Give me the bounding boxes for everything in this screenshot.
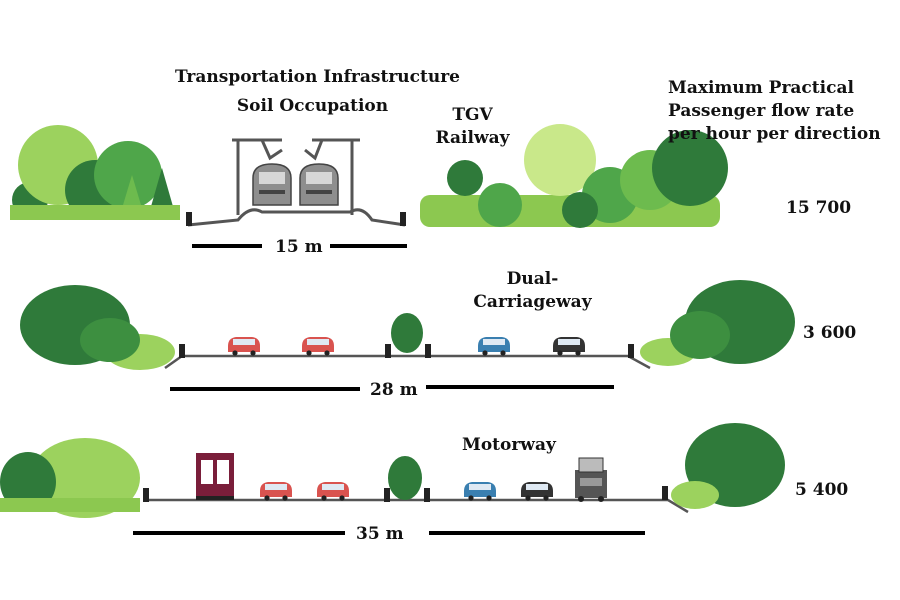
flow-value-motorway: 5 400 <box>795 480 849 500</box>
tree-icon <box>420 124 728 228</box>
row-label-line-1: Dual- <box>506 269 559 289</box>
car-icon <box>553 337 585 356</box>
tree-icon <box>10 125 180 220</box>
flow-value-tgv: 15 700 <box>786 198 852 218</box>
tree-icon <box>20 285 175 370</box>
car-icon <box>302 337 334 356</box>
flow-value-dual-carriageway: 3 600 <box>803 323 857 343</box>
road-surface <box>145 498 689 514</box>
title-line-1: Transportation Infrastructure <box>175 67 460 87</box>
train-icon <box>252 163 292 206</box>
car-icon <box>464 482 496 501</box>
car-icon <box>228 337 260 356</box>
car-icon <box>521 482 553 501</box>
tree-icon <box>391 313 423 353</box>
car-icon <box>317 482 349 501</box>
car-icon <box>260 482 292 501</box>
width-label-dual-carriageway: 28 m <box>370 380 418 400</box>
catenary-poles <box>232 138 360 215</box>
flow-heading-line-1: Maximum Practical <box>668 78 854 98</box>
flow-rate-heading: Maximum Practical Passenger flow rate pe… <box>668 77 881 146</box>
train-icon <box>299 163 339 206</box>
tree-icon <box>640 280 795 366</box>
tree-icon <box>0 438 140 518</box>
width-label-tgv: 15 m <box>275 237 323 257</box>
page-title: Transportation Infrastructure Soil Occup… <box>175 66 460 118</box>
row-tgv-railway <box>10 124 728 248</box>
row-label-line-2: Railway <box>435 127 510 148</box>
road-surface <box>164 354 651 370</box>
row-label-motorway: Motorway <box>462 435 556 455</box>
row-label-line-1: TGV <box>452 105 493 125</box>
title-line-2: Soil Occupation <box>236 95 389 116</box>
row-label-line-2: Carriageway <box>473 291 592 312</box>
row-dual-carriageway <box>20 280 795 391</box>
rail-track-bed <box>187 208 406 227</box>
bus-icon <box>196 453 234 500</box>
row-label-tgv: TGV Railway <box>425 104 520 150</box>
tree-icon <box>671 423 785 509</box>
flow-heading-line-3: per hour per direction <box>668 123 881 144</box>
tree-icon <box>388 456 422 500</box>
row-label-dual-carriageway: Dual- Carriageway <box>470 268 595 314</box>
width-label-motorway: 35 m <box>356 524 404 544</box>
truck-icon <box>575 457 607 502</box>
car-icon <box>478 337 510 356</box>
flow-heading-line-2: Passenger flow rate <box>668 100 855 121</box>
row-motorway <box>0 423 785 535</box>
